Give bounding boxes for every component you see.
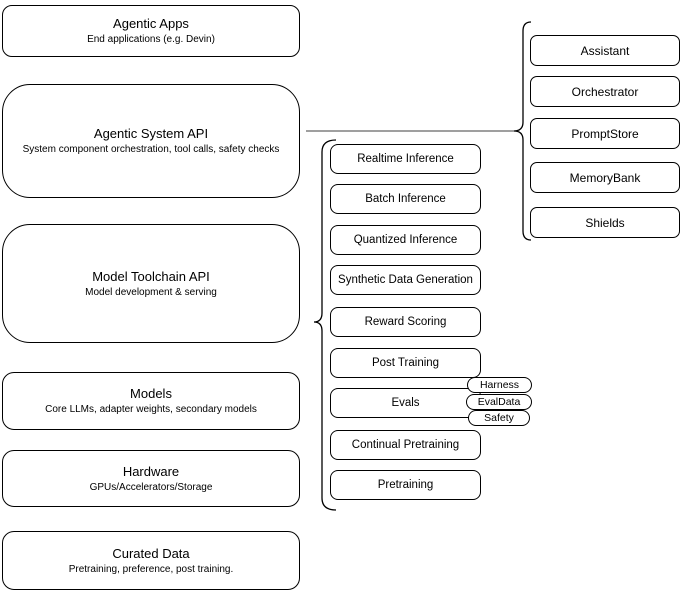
service-label: Realtime Inference xyxy=(357,153,454,165)
toolchain-service-batch-inference: Batch Inference xyxy=(330,184,481,214)
component-label: MemoryBank xyxy=(569,170,641,185)
box-title: Hardware xyxy=(122,463,180,479)
system-component-memorybank: MemoryBank xyxy=(530,162,680,193)
toolchain-service-reward-scoring: Reward Scoring xyxy=(330,307,481,337)
box-title: Curated Data xyxy=(112,545,190,561)
box-subtitle: System component orchestration, tool cal… xyxy=(22,144,280,155)
service-label: Batch Inference xyxy=(365,193,446,205)
eval-tag-harness: Harness xyxy=(467,377,532,393)
eval-tag-label: EvalData xyxy=(477,396,521,408)
toolchain-service-continual-pretraining: Continual Pretraining xyxy=(330,430,481,460)
service-label: Evals xyxy=(391,397,420,409)
box-subtitle: Core LLMs, adapter weights, secondary mo… xyxy=(45,404,257,415)
component-label: Assistant xyxy=(580,43,630,58)
box-title: Model Toolchain API xyxy=(92,268,210,284)
component-label: Orchestrator xyxy=(571,84,639,99)
box-curated-data: Curated Data Pretraining, preference, po… xyxy=(2,531,300,590)
eval-tag-label: Safety xyxy=(484,412,514,424)
system-component-promptstore: PromptStore xyxy=(530,118,680,149)
box-agentic-apps: Agentic Apps End applications (e.g. Devi… xyxy=(2,5,300,57)
service-label: Reward Scoring xyxy=(364,316,447,328)
component-label: Shields xyxy=(585,215,625,230)
box-subtitle: Model development & serving xyxy=(85,286,217,298)
service-label: Post Training xyxy=(371,357,440,369)
eval-tag-evaldata: EvalData xyxy=(466,394,532,410)
toolchain-service-quantized-inference: Quantized Inference xyxy=(330,225,481,255)
box-title: Agentic Apps xyxy=(113,16,189,31)
eval-tag-safety: Safety xyxy=(468,410,530,426)
toolchain-service-evals: Evals xyxy=(330,388,481,418)
service-label: Quantized Inference xyxy=(353,234,458,246)
service-label: Synthetic Data Generation xyxy=(338,274,473,286)
service-label: Continual Pretraining xyxy=(351,439,460,451)
service-label: Pretraining xyxy=(377,479,434,491)
box-model-toolchain-api: Model Toolchain API Model development & … xyxy=(2,224,300,343)
box-models: Models Core LLMs, adapter weights, secon… xyxy=(2,372,300,430)
system-component-orchestrator: Orchestrator xyxy=(530,76,680,107)
eval-tag-label: Harness xyxy=(479,379,520,391)
box-agentic-system-api: Agentic System API System component orch… xyxy=(2,84,300,198)
system-component-shields: Shields xyxy=(530,207,680,238)
box-subtitle: GPUs/Accelerators/Storage xyxy=(89,481,213,493)
box-title: Agentic System API xyxy=(93,126,209,141)
system-components-brace xyxy=(513,21,532,241)
component-label: PromptStore xyxy=(571,126,639,141)
toolchain-service-synthetic-data-generation: Synthetic Data Generation xyxy=(330,265,481,295)
box-subtitle: Pretraining, preference, post training. xyxy=(68,563,234,575)
box-hardware: Hardware GPUs/Accelerators/Storage xyxy=(2,450,300,507)
toolchain-service-pretraining: Pretraining xyxy=(330,470,481,500)
toolchain-service-realtime-inference: Realtime Inference xyxy=(330,144,481,174)
system-component-assistant: Assistant xyxy=(530,35,680,66)
toolchain-service-post-training: Post Training xyxy=(330,348,481,378)
box-title: Models xyxy=(130,386,172,401)
box-subtitle: End applications (e.g. Devin) xyxy=(87,34,215,45)
